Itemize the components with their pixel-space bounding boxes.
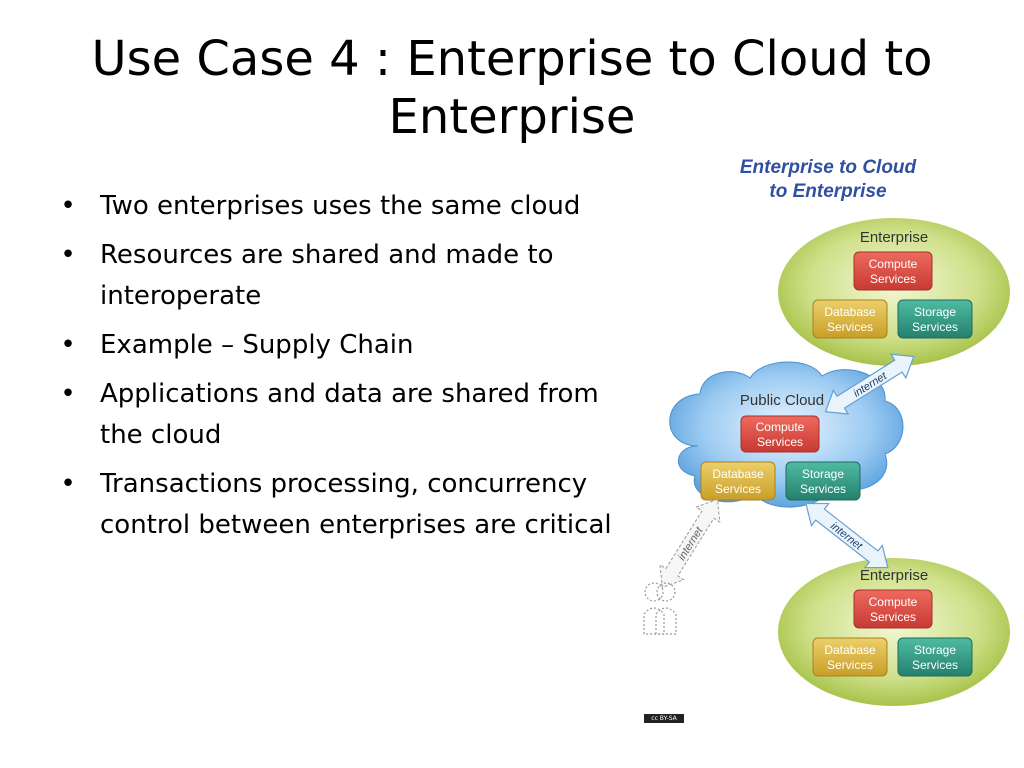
cloud-compute-line-1: Compute: [756, 420, 805, 434]
cloud-storage-line-1: Storage: [802, 467, 844, 481]
cloud-database-line-1: Database: [712, 467, 764, 481]
slide-title-line-2: Enterprise: [388, 89, 636, 145]
diagram-title-line-2: to Enterprise: [769, 181, 887, 202]
top-storage-line-2: Services: [912, 320, 958, 334]
bullet-list: • Two enterprises uses the same cloud • Re…: [58, 186, 618, 554]
bullet-text: Two enterprises uses the same cloud: [100, 191, 581, 221]
slide-title-line-1: Use Case 4 : Enterprise to Cloud to: [91, 31, 933, 87]
cloud-database-line-2: Services: [715, 482, 761, 496]
slide-title: Use Case 4 : Enterprise to Cloud to Ente…: [60, 30, 964, 146]
top-database-box: [812, 299, 888, 339]
bottom-storage-box: [897, 637, 973, 677]
bullet-item: • Transactions processing, concurrency co…: [58, 464, 618, 546]
top-enterprise-group: Enterprise Compute Services Database Ser…: [778, 218, 1010, 366]
bullet-dot: •: [60, 240, 76, 270]
bottom-compute-line-2: Services: [870, 610, 916, 624]
cloud-storage-line-2: Services: [800, 482, 846, 496]
diagram-title-line-1: Enterprise to Cloud: [740, 157, 917, 178]
bottom-database-line-1: Database: [824, 643, 876, 657]
bottom-database-line-2: Services: [827, 658, 873, 672]
bottom-storage-line-1: Storage: [914, 643, 956, 657]
cloud-database-box: [700, 461, 776, 501]
bullet-item: • Applications and data are shared from t…: [58, 374, 618, 456]
bullet-text: Resources are shared and made to interop…: [100, 240, 554, 311]
diagram-svg: Enterprise to Cloud to Enterprise Enterp…: [643, 157, 1010, 706]
top-storage-box: [897, 299, 973, 339]
bottom-compute-line-1: Compute: [869, 595, 918, 609]
license-badge: cc BY-SA: [644, 714, 684, 723]
top-database-line-1: Database: [824, 305, 876, 319]
top-compute-box: [853, 251, 933, 291]
bullet-text: Transactions processing, concurrency con…: [100, 469, 612, 540]
cloud-compute-box: [740, 415, 820, 453]
cloud-compute-line-2: Services: [757, 435, 803, 449]
bullet-dot: •: [60, 469, 76, 499]
public-cloud-label: Public Cloud: [740, 392, 824, 409]
bullet-text: Applications and data are shared from th…: [100, 379, 599, 450]
cloud-storage-box: [785, 461, 861, 501]
top-enterprise-label: Enterprise: [860, 229, 928, 246]
top-compute-line-1: Compute: [869, 257, 918, 271]
bullet-text: Example – Supply Chain: [100, 330, 414, 360]
users-icon: [643, 582, 677, 635]
bullet-dot: •: [60, 191, 76, 221]
bottom-database-box: [812, 637, 888, 677]
top-storage-line-1: Storage: [914, 305, 956, 319]
architecture-diagram: Enterprise to Cloud to Enterprise Enterp…: [640, 146, 1020, 736]
bottom-storage-line-2: Services: [912, 658, 958, 672]
double-arrow-icon: [659, 498, 721, 589]
double-arrow-icon: [805, 502, 889, 569]
bullet-dot: •: [60, 379, 76, 409]
bottom-compute-box: [853, 589, 933, 629]
bullet-item: • Example – Supply Chain: [58, 325, 618, 366]
double-arrow-icon: [824, 353, 915, 415]
top-compute-line-2: Services: [870, 272, 916, 286]
bullet-item: • Two enterprises uses the same cloud: [58, 186, 618, 227]
internet-arrow-left: internet: [659, 498, 721, 589]
bullet-dot: •: [60, 330, 76, 360]
bullet-item: • Resources are shared and made to intero…: [58, 235, 618, 317]
bottom-enterprise-group: Enterprise Compute Services Database Ser…: [778, 558, 1010, 706]
top-database-line-2: Services: [827, 320, 873, 334]
bottom-enterprise-label: Enterprise: [860, 567, 928, 584]
